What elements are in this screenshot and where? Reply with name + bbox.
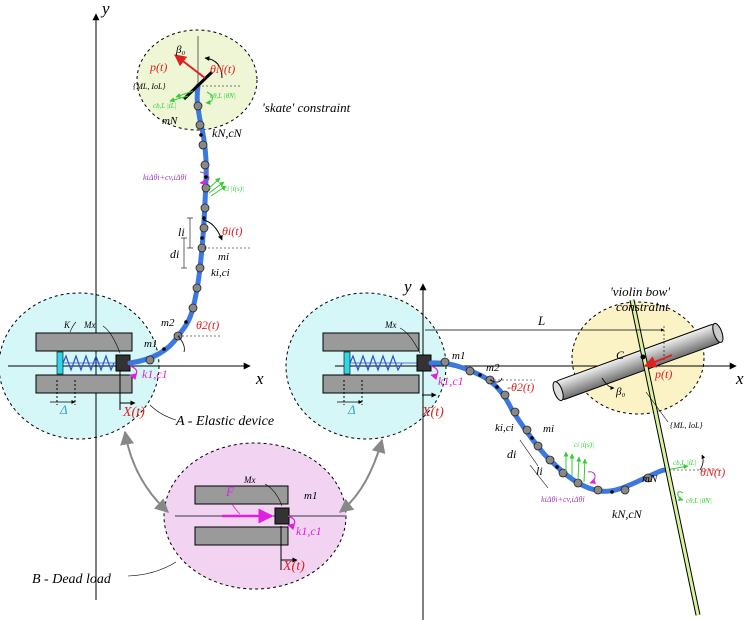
right-kici: ki,ci — [495, 422, 514, 434]
right-mi: mi — [543, 423, 554, 435]
elastic-device-label: A - Elastic device — [175, 414, 274, 429]
right-di: di — [507, 447, 516, 461]
left-kNcN: kN,cN — [212, 126, 243, 140]
bow-p: p(t) — [654, 367, 672, 381]
left-li: li — [178, 225, 185, 239]
skate-thetaN: θN(t) — [210, 62, 235, 76]
dead-load-k1c1: k1,c1 — [296, 524, 322, 538]
left-c-tau-s: ci |ṫ(s)| — [224, 185, 244, 193]
violin-bow-cylinder — [552, 322, 724, 402]
dead-load-pointer — [127, 561, 177, 577]
dead-load-m1: m1 — [304, 490, 317, 502]
right-theta2: -θ2(t) — [507, 380, 534, 394]
elastic-pointer — [149, 404, 177, 421]
dead-load-label: B - Dead load — [32, 572, 112, 587]
left-k1c1: k1,c1 — [142, 367, 168, 381]
left-device-X: X(t) — [122, 405, 145, 420]
right-m2: m2 — [486, 362, 500, 374]
dead-load-device — [175, 483, 345, 570]
bow-inertia-pointer — [645, 391, 669, 423]
right-device-Mx: Mx — [384, 320, 397, 330]
skate-c-theta: cθ,L |θ̇N| — [210, 92, 236, 100]
left-device-delta: Δ — [59, 402, 68, 417]
right-m1: m1 — [452, 350, 465, 362]
connector-arrow-right — [338, 438, 386, 513]
right-thetaN-arc — [699, 454, 706, 471]
left-spring-damper: kiΔθi+cv,iΔθ̇i — [143, 173, 187, 182]
left-x-axis-label: x — [255, 369, 264, 388]
left-rod-joints — [162, 133, 208, 351]
right-k1c1: k1,c1 — [438, 374, 464, 388]
right-spring-damper: kiΔθi+cv,iΔθ̇i — [541, 495, 585, 504]
violin-bow-label-2: constraint — [616, 299, 669, 314]
skate-p-arrow — [174, 54, 206, 79]
right-x-axis-label: x — [735, 369, 744, 388]
right-spring-damper-arrows — [563, 451, 597, 484]
right-kNcN: kN,cN — [612, 507, 643, 521]
skate-green-arrows — [169, 90, 213, 105]
left-m1: m1 — [144, 338, 157, 350]
bow-p-arrow — [643, 354, 673, 368]
skate-theta-arc — [204, 56, 223, 79]
right-li: li — [536, 464, 543, 478]
right-elastic-device — [322, 327, 439, 405]
left-theta-i: θi(t) — [222, 224, 243, 238]
skate-p: p(t) — [149, 60, 167, 74]
left-li-dimension — [181, 217, 193, 269]
left-spring-damper-arrows — [199, 171, 227, 197]
point-C — [640, 354, 646, 360]
right-theta2-arc — [489, 377, 503, 383]
violin-bow-label-1: 'violin bow' — [610, 284, 670, 299]
right-c-theta: cθ,L |θ̇N| — [686, 497, 712, 505]
left-theta2-arc — [177, 335, 185, 353]
right-mN: mN — [642, 473, 658, 485]
right-li-dimension — [519, 439, 549, 489]
left-elastic-device — [35, 321, 138, 410]
left-m2: m2 — [161, 317, 175, 329]
right-c-tau: cb,L |ṫL| — [673, 459, 697, 467]
right-y-axis-label: y — [402, 277, 412, 296]
right-c-tau-s: ci |ṫ(s)| — [574, 441, 594, 449]
left-y-axis-label: y — [100, 0, 110, 18]
left-kici: ki,ci — [211, 267, 230, 279]
bow-beta-arc — [601, 377, 615, 390]
left-mN: mN — [162, 115, 178, 127]
C-label: C — [616, 348, 625, 362]
left-device-K: K — [63, 320, 71, 330]
L-label: L — [537, 313, 545, 328]
skate-c-tau: cb,L |ṫL| — [153, 102, 177, 110]
left-thetai-arc — [202, 219, 223, 241]
dead-load-Mx: Mx — [243, 475, 256, 485]
right-rod-masses — [440, 357, 653, 495]
left-di: di — [170, 247, 179, 261]
bow-inertia: {ML, IoL} — [670, 421, 703, 430]
skate-constraint-label: 'skate' constraint — [262, 100, 351, 115]
right-device-X: X(t) — [421, 405, 444, 420]
right-rod-joints — [478, 373, 614, 494]
right-device-delta: Δ — [347, 402, 356, 417]
skate-constraint-ellipse — [136, 29, 258, 131]
dead-load-X: X(t) — [282, 559, 305, 574]
skate-beta0: β₀ — [175, 44, 185, 56]
left-mi: mi — [218, 251, 229, 263]
connector-arrow-left — [120, 430, 170, 513]
dead-load-F: F — [225, 484, 235, 499]
right-thetaN: θN(t) — [700, 465, 725, 479]
bow-beta0: β₀ — [615, 386, 625, 398]
left-theta2: θ2(t) — [196, 318, 219, 332]
skate-inertia: {ML, IoL} — [133, 82, 166, 91]
violin-bow-stick-fill — [630, 299, 700, 616]
left-device-Mx: Mx — [83, 320, 96, 330]
